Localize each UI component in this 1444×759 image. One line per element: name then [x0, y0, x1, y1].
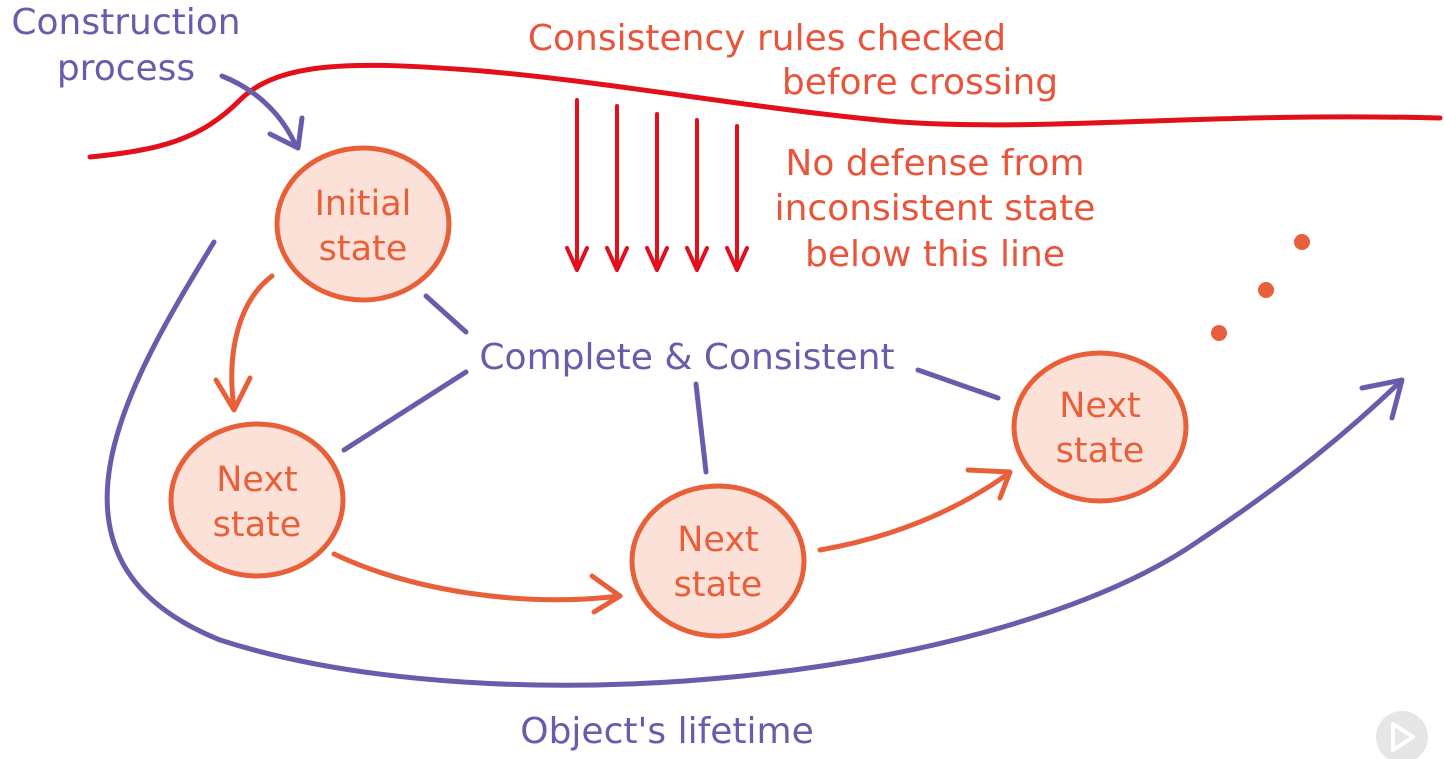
defense-label-line2: inconsistent state	[775, 188, 1096, 229]
state-next-1-line1: Next	[216, 460, 298, 500]
rules-label-line2: before crossing	[782, 62, 1058, 103]
lifetime-label: Object's lifetime	[520, 711, 814, 752]
play-button[interactable]	[1376, 711, 1428, 759]
state-next-2-line2: state	[674, 565, 763, 605]
state-next-2-line1: Next	[677, 520, 759, 560]
down-arrow-icon	[565, 98, 589, 272]
complete-consistent-connectors	[341, 293, 1001, 475]
state-initial-line1: Initial	[315, 184, 412, 224]
state-next-3: Next state	[1011, 350, 1189, 504]
state-next-1-line2: state	[213, 505, 302, 545]
downward-arrows	[565, 98, 749, 272]
down-arrow-icon	[645, 112, 669, 272]
play-icon	[1391, 722, 1415, 752]
state-next-1: Next state	[168, 421, 346, 579]
construction-label-line2: process	[57, 48, 195, 89]
defense-label-line1: No defense from	[785, 143, 1084, 184]
defense-label-line3: below this line	[805, 234, 1065, 275]
down-arrow-icon	[685, 118, 709, 272]
state-next-3-line1: Next	[1059, 386, 1141, 426]
consistency-boundary-line	[87, 62, 1443, 160]
transition-arrows	[213, 273, 1013, 615]
rules-label-line1: Consistency rules checked	[528, 18, 1006, 59]
down-arrow-icon	[605, 104, 629, 272]
ellipsis-dots-icon	[1211, 234, 1310, 341]
transition-next-to-next	[331, 551, 623, 615]
state-next-3-line2: state	[1056, 431, 1145, 471]
transition-next-to-last	[817, 467, 1013, 553]
construction-label-line1: Construction	[11, 2, 240, 43]
down-arrow-icon	[725, 124, 749, 272]
state-initial-line2: state	[319, 229, 408, 269]
complete-consistent-label: Complete & Consistent	[479, 337, 894, 378]
construction-arrow	[219, 73, 305, 151]
state-initial: Initial state	[274, 145, 452, 303]
lifetime-arrow	[104, 239, 1405, 688]
transition-initial-to-next	[213, 273, 275, 413]
state-next-2: Next state	[629, 483, 807, 639]
